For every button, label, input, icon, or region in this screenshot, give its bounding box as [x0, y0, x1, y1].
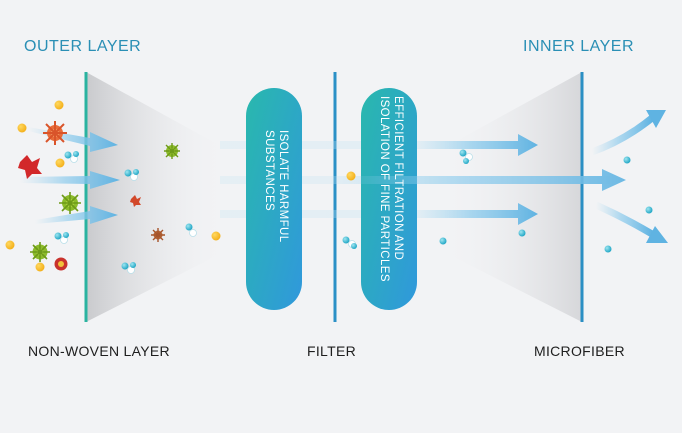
molecule-icon	[54, 232, 69, 244]
pill-isolate-line-2: SUBSTANCES	[263, 130, 276, 212]
incoming-arrow	[20, 171, 120, 189]
bacteria-icon	[54, 257, 68, 271]
non-woven-layer-shape	[86, 72, 228, 322]
pill-isolate-harmful	[246, 88, 302, 310]
outer-layer-heading: OUTER LAYER	[24, 38, 142, 55]
pill-efficient-filtration-text: EFFICIENT FILTRATION AND ISOLATION OF FI…	[377, 96, 405, 282]
molecule-icon	[121, 262, 136, 274]
bacteria-icon	[130, 195, 141, 207]
outgoing-arrow	[594, 201, 668, 243]
microfiber-layer-shape	[440, 72, 582, 322]
non-woven-layer-caption: NON-WOVEN LAYER	[28, 343, 170, 359]
virus-icon	[164, 143, 180, 159]
virus-icon	[30, 242, 50, 262]
filtered-arrow	[418, 203, 538, 225]
filter-caption: FILTER	[307, 343, 356, 359]
fine-particle-icon	[439, 156, 653, 253]
incoming-arrow	[35, 206, 118, 224]
filtered-arrow	[418, 134, 538, 156]
pill-efficient-filtration	[361, 88, 417, 310]
filtered-arrow	[330, 169, 626, 191]
bacteria-icon	[43, 121, 67, 145]
virus-icon	[59, 192, 81, 214]
molecule-icon	[64, 151, 79, 163]
microfiber-caption: MICROFIBER	[534, 343, 625, 359]
molecule-icon	[124, 169, 139, 181]
outgoing-arrow	[590, 110, 666, 156]
particle-icon	[5, 100, 356, 272]
molecule-icon	[185, 223, 197, 237]
molecule-icon	[342, 236, 357, 249]
inner-layer-heading: INNER LAYER	[523, 38, 635, 55]
pill-isolate-harmful-text: ISOLATE HARMFUL SUBSTANCES	[262, 130, 290, 243]
pill-efficient-line-1: EFFICIENT FILTRATION AND	[392, 96, 404, 261]
pill-efficient-line-2: ISOLATION OF FINE PARTICLES	[378, 96, 391, 282]
molecule-icon	[459, 149, 473, 164]
bacteria-icon	[18, 155, 42, 179]
bacteria-icon	[151, 228, 165, 242]
pill-isolate-line-1: ISOLATE HARMFUL	[277, 130, 289, 243]
